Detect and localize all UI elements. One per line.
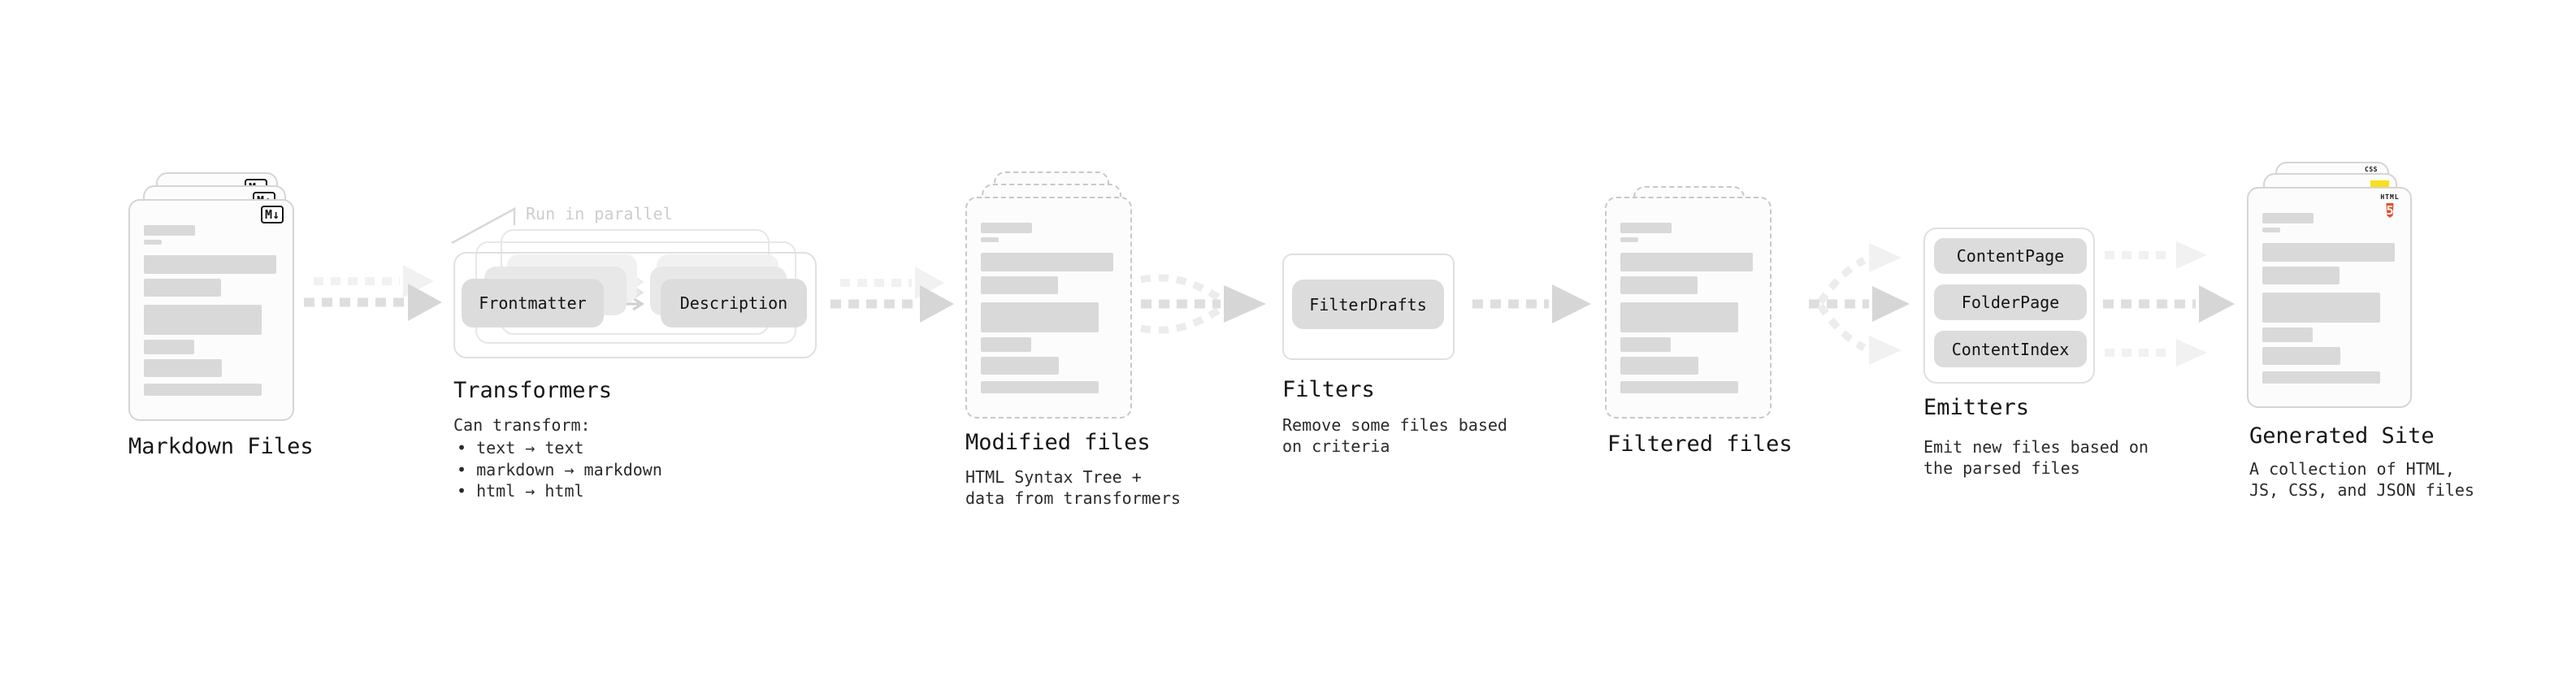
filter-pill-filterdrafts: FilterDrafts (1292, 280, 1444, 329)
filters-caption: Remove some files based on criteria (1282, 415, 1507, 456)
emitter-pill-contentindex: ContentIndex (1934, 331, 2087, 367)
text-skeleton (144, 201, 293, 396)
modified-file-stack (965, 171, 1136, 420)
arrow-emitters-to-generated (2103, 241, 2235, 367)
modified-files-caption: HTML Syntax Tree + data from transformer… (965, 467, 1181, 508)
arrow-filtered-to-emitters-fork (1809, 243, 1910, 365)
text-skeleton (981, 198, 1130, 393)
filters-container (1282, 254, 1455, 360)
stage-title-generated-site: Generated Site (2249, 423, 2435, 449)
stage-title-modified-files: Modified files (965, 430, 1151, 455)
stage-title-filters: Filters (1282, 377, 1375, 402)
arrow-modified-to-filters-merge (1140, 274, 1266, 334)
emitter-pill-folderpage: FolderPage (1934, 284, 2087, 320)
emitters-caption: Emit new files based on the parsed files (1923, 437, 2149, 478)
file-card-front (1605, 197, 1772, 419)
markdown-file-stack: M↓ M↓ M↓ (128, 172, 302, 421)
bullet-item: • text → text (457, 438, 584, 458)
transformer-pill-description: Description (661, 279, 807, 327)
filtered-file-stack (1605, 186, 1776, 420)
html5-icon: HTML 5 (2378, 193, 2402, 221)
file-card-front: M↓ (128, 199, 294, 421)
transformer-pill-frontmatter: Frontmatter (462, 279, 604, 327)
arrow-transformers-to-modified (830, 267, 954, 323)
transformers-container (453, 252, 817, 358)
transformers-caption-heading: Can transform: (453, 415, 591, 435)
bullet-item: • markdown → markdown (457, 459, 662, 479)
stage-title-markdown-files: Markdown Files (128, 434, 314, 459)
emitters-container (1923, 228, 2095, 384)
arrow-filters-to-filtered (1472, 284, 1591, 323)
run-in-parallel-note: Run in parallel (526, 204, 673, 223)
stage-title-transformers: Transformers (453, 378, 613, 403)
stage-title-filtered-files: Filtered files (1607, 432, 1793, 457)
stage-title-emitters: Emitters (1923, 395, 2030, 420)
text-skeleton (1620, 198, 1770, 393)
generated-site-stack: CSS HTML 5 (2247, 162, 2418, 408)
html5-icon-shield: 5 (2386, 203, 2394, 218)
file-card-html: HTML 5 (2247, 187, 2412, 408)
transformers-bullet-list: • text → text • markdown → markdown • ht… (457, 437, 662, 502)
emitter-pill-contentpage: ContentPage (1934, 238, 2087, 274)
text-skeleton (2262, 189, 2410, 384)
html5-icon-label: HTML (2380, 193, 2400, 201)
file-card-front (965, 197, 1132, 419)
bullet-item: • html → html (457, 481, 584, 501)
arrow-markdown-to-transformers (304, 265, 442, 321)
generated-site-caption: A collection of HTML, JS, CSS, and JSON … (2249, 459, 2474, 500)
markdown-icon: M↓ (260, 206, 284, 223)
javascript-icon (2370, 180, 2389, 188)
